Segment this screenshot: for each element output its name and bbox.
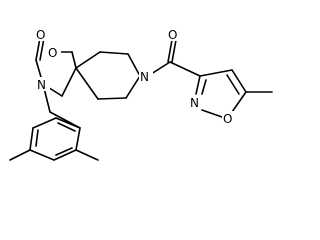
double-bond: [167, 39, 173, 63]
double-bond: [39, 37, 45, 61]
aromatic-bond: [55, 147, 73, 156]
molecule-structure-drawing: O O N N O N O: [9, 27, 273, 161]
oxazolidinone-nitrogen-label: N: [37, 78, 46, 92]
atom-labels: O O N N O N O: [35, 27, 236, 126]
aromatic-bond: [201, 79, 207, 95]
ring-oxygen-label: O: [48, 46, 57, 60]
bond: [125, 75, 141, 99]
bond: [201, 109, 223, 118]
bond: [75, 51, 101, 69]
bond: [29, 127, 34, 151]
amide-oxygen-label: O: [168, 28, 177, 42]
bond: [199, 69, 233, 77]
bond: [55, 117, 81, 129]
isoxazole-oxygen-label: O: [223, 112, 232, 126]
bond: [71, 51, 77, 69]
amide-linkage: [147, 39, 201, 77]
double-bond: [171, 39, 177, 63]
piperidine-nitrogen-label: N: [140, 70, 149, 84]
aromatic-bond: [226, 74, 240, 95]
bond: [99, 51, 129, 55]
benzyl-group: [9, 83, 99, 161]
aromatic-bond: [57, 122, 76, 132]
bond: [32, 117, 57, 129]
bond: [127, 53, 141, 77]
bond: [61, 67, 77, 97]
methyl-bond: [75, 149, 99, 161]
bond: [231, 91, 247, 113]
aromatic-bond: [35, 129, 39, 147]
bond: [53, 149, 77, 161]
carbonyl-oxygen-label: O: [36, 28, 45, 42]
isoxazole-ring: [195, 69, 273, 118]
bond: [195, 75, 201, 95]
isoxazole-nitrogen-label: N: [190, 96, 199, 110]
bond: [169, 61, 201, 77]
methyl-bond: [9, 149, 31, 161]
bond: [97, 97, 127, 100]
bond: [75, 127, 81, 151]
bond: [231, 69, 247, 93]
bond: [29, 149, 55, 161]
bond: [75, 67, 99, 100]
double-bond: [35, 37, 41, 61]
piperidine-ring: [75, 51, 141, 100]
